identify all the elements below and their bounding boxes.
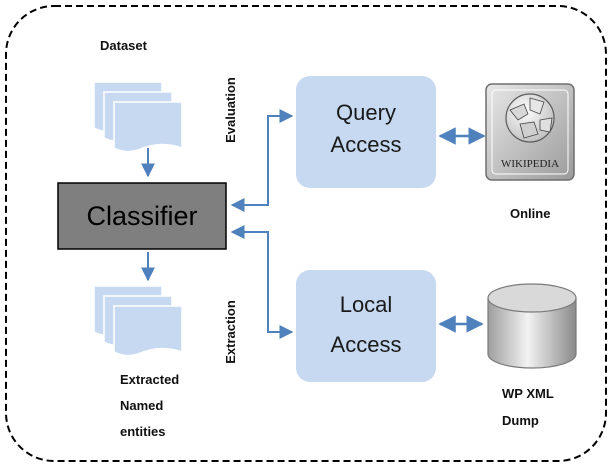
local-access-label-line2: Access: [331, 332, 402, 357]
extraction-label: Extraction: [223, 300, 238, 364]
database-cylinder-icon: [487, 283, 577, 369]
evaluation-label: Evaluation: [223, 77, 238, 143]
online-label: Online: [510, 206, 550, 221]
wikipedia-wordmark: WIKIPEDIA: [501, 158, 559, 170]
extracted-documents-icon: [93, 285, 183, 357]
arrow-classifier-local: [230, 225, 294, 339]
arrow-classifier-query: [230, 109, 294, 212]
query-access-label-line2: Access: [331, 132, 402, 157]
classifier-box: [57, 182, 227, 250]
local-access-label-line1: Local: [340, 292, 393, 317]
wikipedia-globe-icon: WIKIPEDIA: [485, 83, 575, 181]
dump-label: Dump: [502, 413, 539, 428]
extracted-label-line1: Extracted: [120, 372, 179, 387]
dataset-label: Dataset: [100, 38, 148, 53]
query-access-label-line1: Query: [336, 100, 396, 125]
classifier-label: Classifier: [86, 201, 197, 231]
outer-container: [5, 5, 607, 462]
local-access-box: [296, 270, 436, 382]
extracted-label-line3: entities: [120, 424, 166, 439]
dataset-documents-icon: [93, 81, 183, 153]
extracted-label-line2: Named: [120, 398, 163, 413]
query-access-box: [296, 76, 436, 188]
wp-xml-label: WP XML: [502, 386, 554, 401]
